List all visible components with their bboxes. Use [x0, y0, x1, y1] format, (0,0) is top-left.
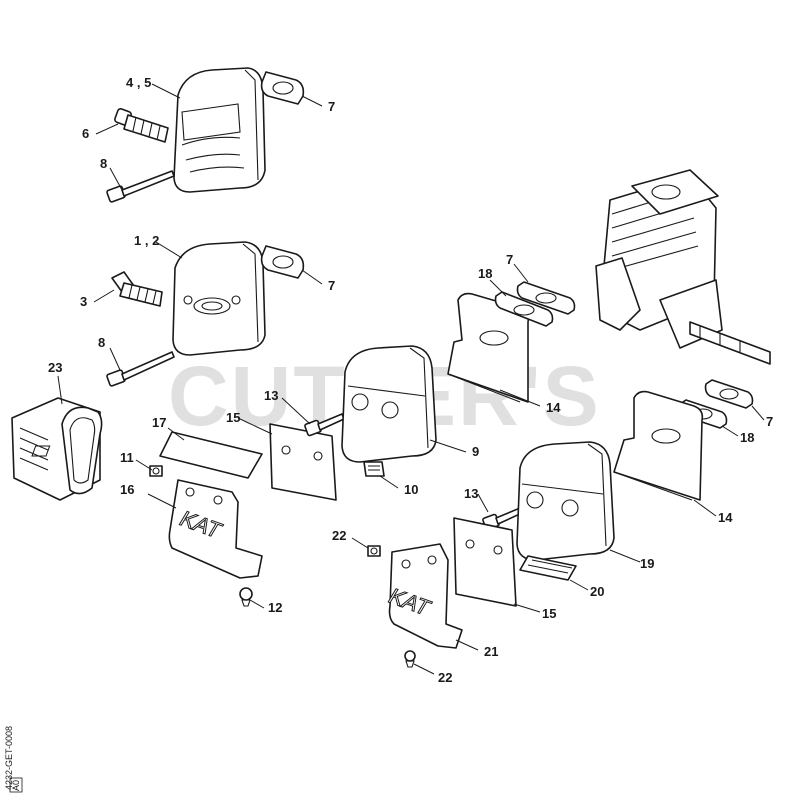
intake-cover-part-23[interactable] [11, 397, 103, 501]
label-15-b: 15 [542, 606, 556, 621]
label-9: 9 [472, 444, 479, 459]
label-13-a: 13 [264, 388, 278, 403]
gasket-part-18-a[interactable] [494, 291, 554, 327]
gasket-part-7-c[interactable] [516, 281, 576, 315]
screw-part-8-a[interactable] [106, 170, 175, 203]
screw-part-22-b[interactable] [404, 650, 416, 668]
label-16: 16 [120, 482, 134, 497]
label-7-a: 7 [328, 99, 335, 114]
label-7-c: 7 [506, 252, 513, 267]
engine-cylinder [595, 169, 771, 365]
screw-part-22-a[interactable] [367, 545, 381, 557]
screw-part-11[interactable] [149, 465, 163, 477]
part-labels: 4 , 5 7 6 8 1 , 2 7 3 8 23 18 7 14 13 17… [48, 75, 773, 685]
screw-part-12[interactable] [239, 587, 253, 607]
plate-part-17[interactable] [31, 431, 263, 479]
label-15-a: 15 [226, 410, 240, 425]
heat-shield-part-14-b[interactable] [613, 390, 704, 501]
label-7-b: 7 [328, 278, 335, 293]
label-14-b: 14 [718, 510, 733, 525]
label-22-b: 22 [438, 670, 452, 685]
label-7-d: 7 [766, 414, 773, 429]
label-17: 17 [152, 415, 166, 430]
leader-lines [57, 83, 765, 675]
label-1-2: 1 , 2 [134, 233, 159, 248]
gasket-part-7-a[interactable] [260, 71, 305, 105]
label-4-5: 4 , 5 [126, 75, 151, 90]
spark-arrestor-part-3[interactable] [111, 271, 163, 307]
label-20: 20 [590, 584, 604, 599]
diagram-code-box-text: A0 [11, 780, 21, 791]
muffler-part-9[interactable] [341, 345, 437, 463]
catalyst-insert-part-15-b[interactable] [453, 517, 517, 607]
screen-part-10[interactable] [363, 461, 385, 477]
label-8-b: 8 [98, 335, 105, 350]
label-21: 21 [484, 644, 498, 659]
muffler-part-4-5[interactable] [173, 67, 266, 193]
screen-part-20[interactable] [519, 555, 577, 581]
label-18-a: 18 [478, 266, 492, 281]
label-18-b: 18 [740, 430, 754, 445]
label-3: 3 [80, 294, 87, 309]
diagram-code-text: 4232-GET-0008 [4, 726, 14, 790]
screw-part-8-b[interactable] [106, 351, 175, 387]
label-19: 19 [640, 556, 654, 571]
label-6: 6 [82, 126, 89, 141]
catalyst-insert-part-15-a[interactable] [269, 423, 337, 501]
muffler-part-1-2[interactable] [172, 241, 266, 356]
label-11: 11 [120, 450, 134, 465]
gasket-part-7-b[interactable] [260, 245, 305, 279]
label-23: 23 [48, 360, 62, 375]
label-13-b: 13 [464, 486, 478, 501]
label-22-a: 22 [332, 528, 346, 543]
label-12: 12 [268, 600, 282, 615]
label-14-a: 14 [546, 400, 561, 415]
heat-shield-part-21[interactable]: KAT [385, 543, 463, 649]
heat-shield-part-16[interactable]: KAT [168, 479, 263, 579]
label-10: 10 [404, 482, 418, 497]
spark-arrestor-part-6[interactable] [114, 108, 169, 143]
gasket-part-7-d[interactable] [704, 379, 754, 409]
muffler-part-19[interactable] [516, 441, 615, 561]
diagram-code-box [9, 777, 23, 793]
label-8-a: 8 [100, 156, 107, 171]
diagram-code: 4232-GET-0008 A0 [4, 726, 23, 793]
